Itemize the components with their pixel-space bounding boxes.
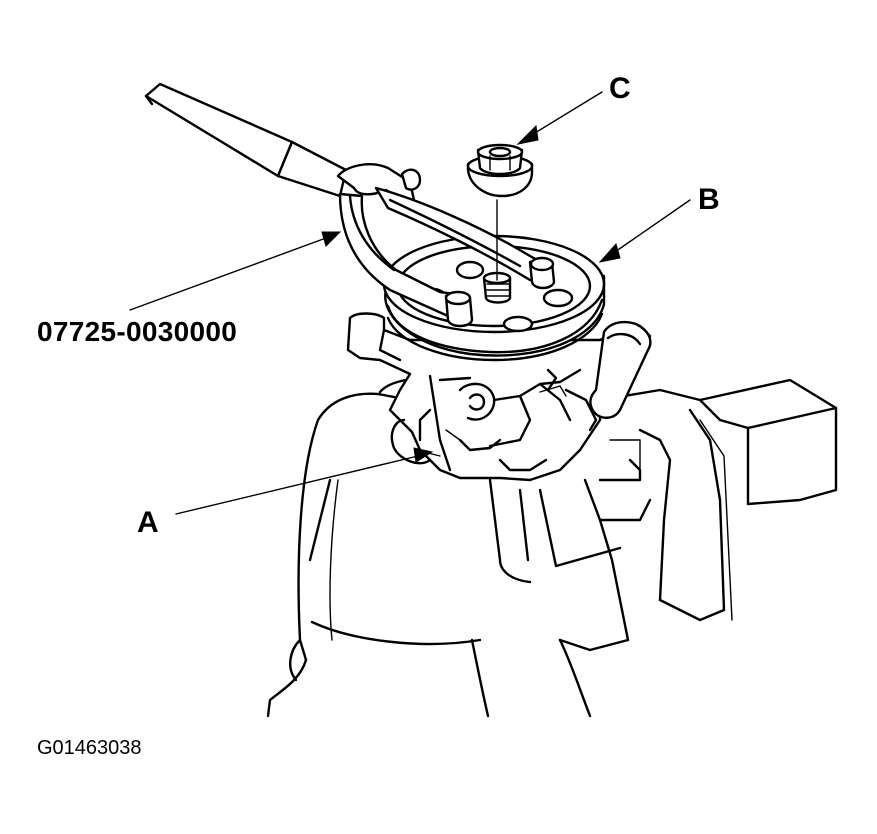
callout-label-b: B [698,183,720,216]
figure-id: G01463038 [37,737,142,759]
leader-b [598,199,691,263]
bench-vise [266,377,838,718]
power-steering-pump [346,312,652,482]
callout-label-c: C [609,72,631,105]
leader-tool [129,231,342,311]
callout-label-a: A [137,506,159,539]
leader-c [516,91,603,145]
leader-a [175,447,434,515]
tool-part-number: 07725-0030000 [37,316,238,347]
flange-nut [466,143,534,281]
pulley-holder-tool [144,82,556,328]
